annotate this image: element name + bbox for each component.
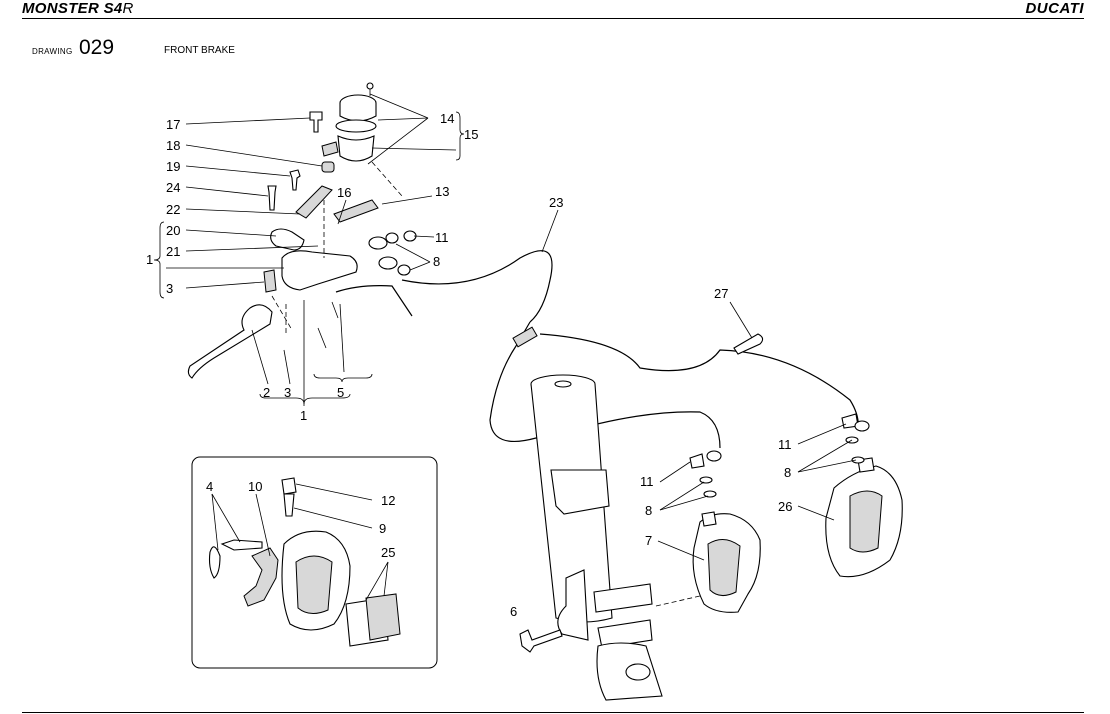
hose-splitter	[512, 326, 538, 348]
callout-27: 27	[714, 286, 728, 301]
callout-22: 22	[166, 202, 180, 217]
callout-9: 9	[379, 521, 386, 536]
callout-19: 19	[166, 159, 180, 174]
grommet-18	[321, 161, 335, 173]
callout-15: 15	[464, 127, 478, 142]
callout-26: 26	[778, 499, 792, 514]
callout-labels: 17 18 19 24 22 20 21 1 3 14 15 16 13 11 …	[146, 111, 792, 619]
callout-20: 20	[166, 223, 180, 238]
callout-16: 16	[337, 185, 351, 200]
drawing-number: 029	[79, 36, 115, 59]
callout-4: 4	[206, 479, 213, 494]
callout-12: 12	[381, 493, 395, 508]
callout-8-left: 8	[645, 503, 652, 518]
banjo-fittings-left	[689, 450, 722, 498]
master-cylinder-assembly	[187, 82, 417, 379]
callout-1-top: 1	[146, 252, 153, 267]
fluid-reservoir	[335, 82, 377, 162]
leader-lines	[166, 93, 857, 601]
callout-10: 10	[248, 479, 262, 494]
callout-8-upper: 8	[433, 254, 440, 269]
pivot-pin-3	[263, 269, 277, 293]
brake-lever	[187, 304, 273, 379]
screw-24	[267, 185, 277, 211]
hose-16	[333, 199, 379, 223]
callout-14: 14	[440, 111, 454, 126]
footer-divider	[22, 712, 1084, 713]
brake-caliper-left	[692, 511, 761, 613]
hose-left-caliper	[559, 411, 721, 449]
pad-spring-10	[243, 547, 279, 607]
callout-8-right: 8	[784, 465, 791, 480]
hose-clip-27	[733, 333, 764, 355]
brand-logo: DUCATI	[1025, 0, 1084, 17]
drawing-label: DRAWING	[32, 47, 73, 56]
callout-11-upper: 11	[435, 230, 449, 245]
brake-caliper-right	[825, 457, 903, 578]
mounting-bolt-6	[519, 629, 563, 653]
pad-pin-4	[208, 539, 263, 579]
callout-23: 23	[549, 195, 563, 210]
inset-caliper	[281, 530, 351, 631]
model-suffix: R	[122, 0, 134, 17]
callout-3-bottom: 3	[284, 385, 291, 400]
fork-leg	[530, 374, 663, 701]
model-name: MONSTER S4R	[22, 0, 134, 17]
handlebar-clamp	[270, 228, 305, 251]
callout-11-right: 11	[778, 437, 792, 452]
banjo-fittings-upper	[368, 230, 417, 276]
callout-7: 7	[645, 533, 652, 548]
callout-25: 25	[381, 545, 395, 560]
callout-17: 17	[166, 117, 180, 132]
brake-hose-23	[401, 250, 553, 323]
hose-right-caliper	[539, 333, 859, 431]
screw-19	[289, 169, 301, 191]
model-prefix: MONSTER S	[22, 0, 114, 17]
callout-13: 13	[435, 184, 449, 199]
banjo-fittings-right	[841, 413, 870, 464]
header-divider	[22, 18, 1084, 19]
bleed-screw-9-12	[281, 477, 297, 517]
master-cylinder-body	[281, 250, 358, 291]
callout-11-left: 11	[640, 474, 654, 489]
callout-21: 21	[166, 244, 180, 259]
model-digit: 4	[113, 0, 123, 17]
reservoir-bracket	[321, 141, 339, 157]
group-brackets	[153, 111, 465, 405]
callout-18: 18	[166, 138, 180, 153]
callout-3-top: 3	[166, 281, 173, 296]
callout-6: 6	[510, 604, 517, 619]
callout-1-bottom: 1	[300, 408, 307, 423]
drawing-title: FRONT BRAKE	[164, 45, 235, 56]
brake-switch-wire	[335, 285, 413, 317]
hose-to-splitter	[489, 321, 561, 442]
callout-5: 5	[337, 385, 344, 400]
bracket-22	[295, 185, 333, 219]
inset-detail-box	[191, 456, 438, 669]
callout-2: 2	[263, 385, 270, 400]
brake-pads-25	[345, 593, 401, 647]
callout-24: 24	[166, 180, 180, 195]
screw-17	[309, 111, 323, 133]
